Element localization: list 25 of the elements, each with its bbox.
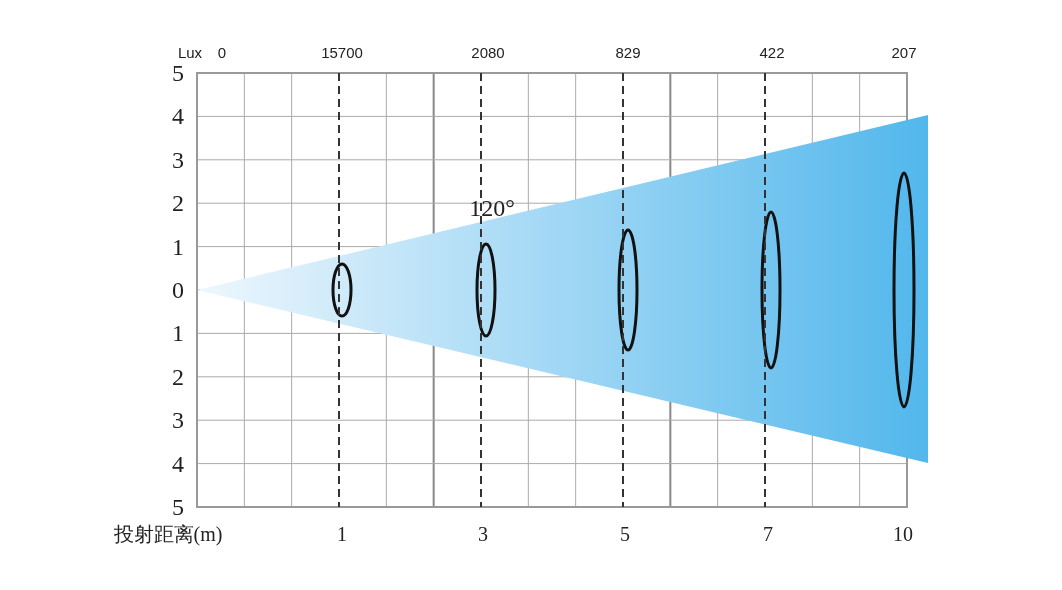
axis-value: 4 xyxy=(172,451,184,476)
unit-label: Lux xyxy=(177,44,203,60)
lux-value: 422 xyxy=(759,44,785,60)
axis-value: 1 xyxy=(172,321,184,346)
distance-value: 5 xyxy=(620,524,630,544)
lux-value: 2080 xyxy=(471,44,505,60)
axis-value: 3 xyxy=(172,147,184,172)
lux-value: 15700 xyxy=(321,44,363,60)
axis-value: 5 xyxy=(172,61,184,85)
lux-value: 207 xyxy=(891,44,917,60)
distance-value: 10 xyxy=(893,524,913,544)
axis-value: 0 xyxy=(172,278,184,302)
axis-value: 4 xyxy=(172,104,184,129)
angle-label: 120° xyxy=(469,196,515,220)
distance-value: 1 xyxy=(337,524,347,544)
lux-value: 829 xyxy=(615,44,641,60)
distance-value: 3 xyxy=(478,524,488,544)
axis-value: 1 xyxy=(172,234,184,259)
axis-value: 2 xyxy=(172,364,184,389)
lux-value: 0 xyxy=(217,44,227,60)
axis-title: 投射距离(m) xyxy=(113,524,223,544)
axis-value: 3 xyxy=(172,408,184,433)
axis-value: 2 xyxy=(172,191,184,216)
distance-value: 7 xyxy=(763,524,773,544)
axis-value: 5 xyxy=(172,495,184,519)
